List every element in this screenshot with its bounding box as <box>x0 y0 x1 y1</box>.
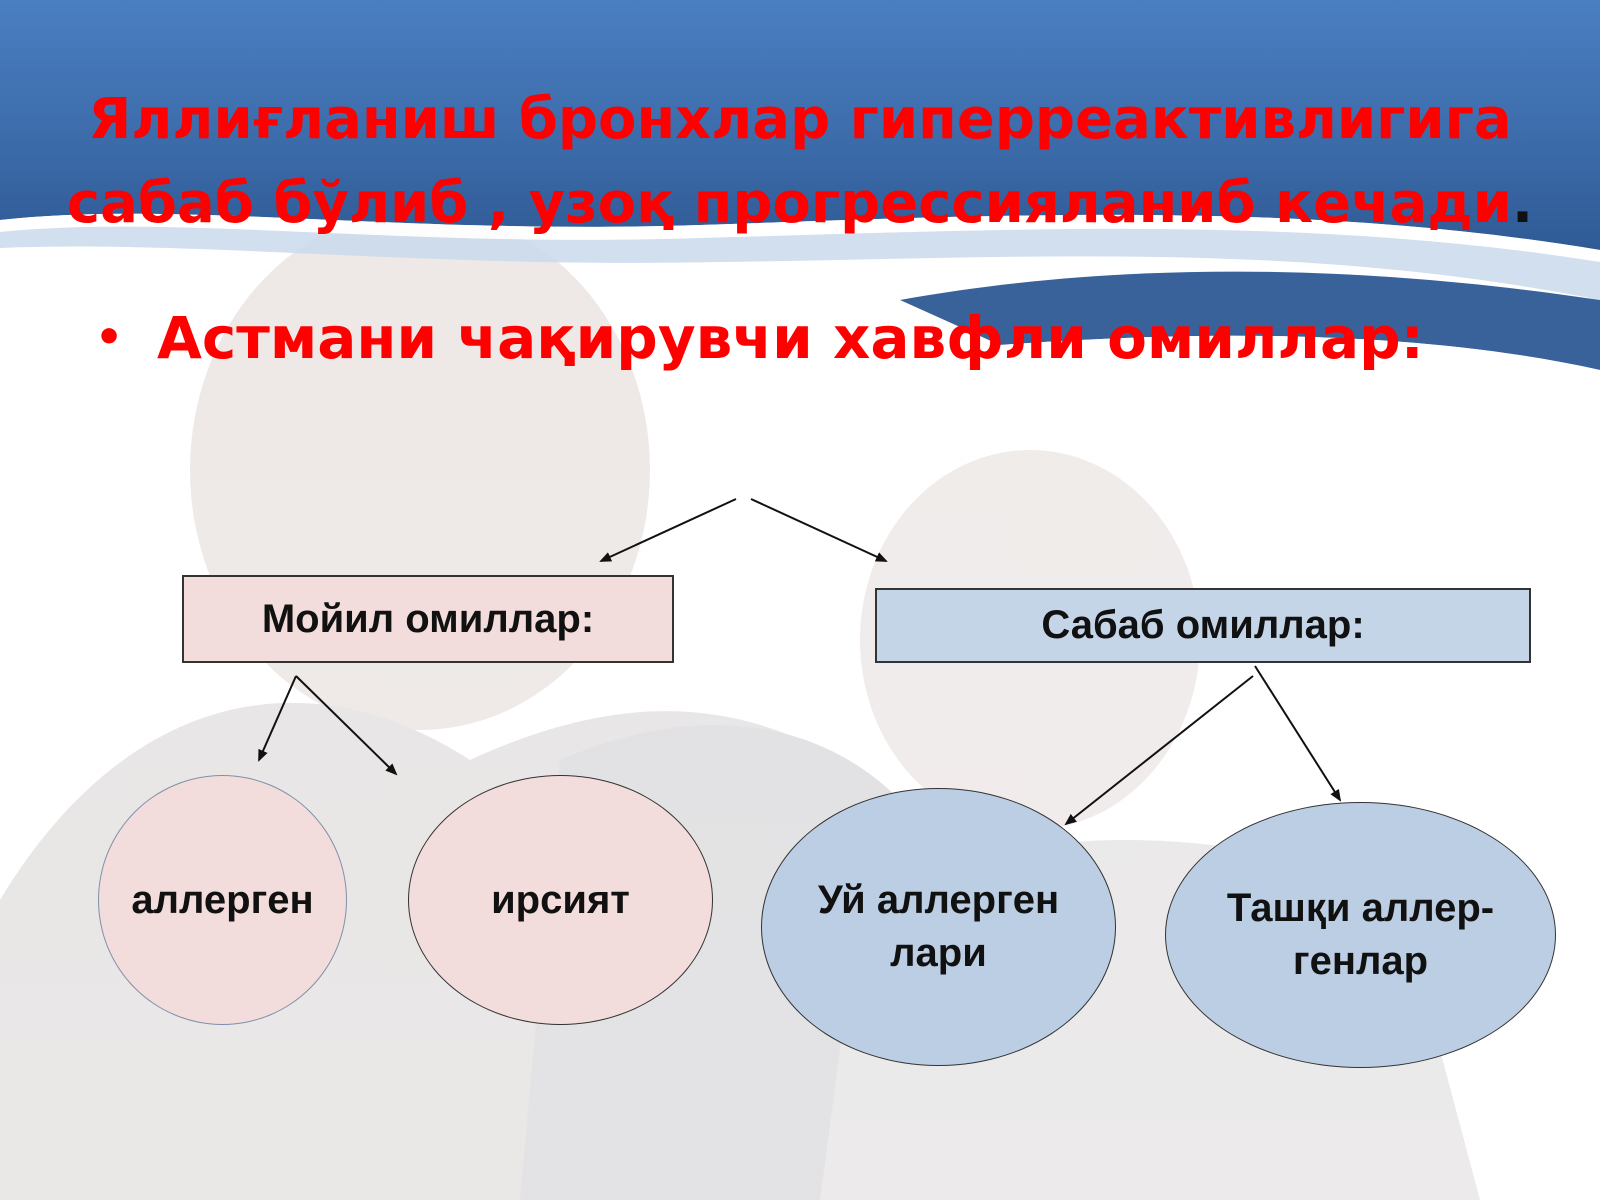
node-allergen: аллерген <box>98 775 347 1025</box>
node-outdoor-allergens-line-1: Ташқи аллер- <box>1226 886 1495 930</box>
node-heredity: ирсият <box>408 775 713 1025</box>
title-period: . <box>1511 171 1534 236</box>
title-line-2: сабаб бўлиб , узоқ прогрессияланиб кечад… <box>66 171 1512 236</box>
node-home-allergens-line-2: лари <box>890 931 987 975</box>
title-line-1: Яллиғланиш бронхлар гиперреактивлигига <box>88 87 1512 152</box>
header-band <box>0 0 1600 378</box>
node-home-allergens: Уй аллерген лари <box>761 788 1116 1066</box>
predisposing-factors-box: Мойил омиллар: <box>182 575 674 663</box>
node-outdoor-allergens-line-2: генлар <box>1292 939 1429 983</box>
causal-factors-box: Сабаб омиллар: <box>875 588 1531 663</box>
bullet-dot-icon: • <box>95 312 124 363</box>
slide-title: Яллиғланиш бронхлар гиперреактивлигига с… <box>60 78 1540 246</box>
predisposing-factors-label: Мойил омиллар: <box>261 596 595 641</box>
node-heredity-label: ирсият <box>491 877 630 922</box>
node-outdoor-allergens: Ташқи аллер- генлар <box>1165 802 1556 1068</box>
node-home-allergens-line-1: Уй аллерген <box>817 878 1060 922</box>
bullet-text: Астмани чақирувчи хавфли омиллар: <box>157 304 1424 372</box>
causal-factors-label: Сабаб омиллар: <box>1041 603 1365 647</box>
bullet-item: • Астмани чақирувчи хавфли омиллар: <box>95 300 1495 376</box>
node-allergen-label: аллерген <box>131 877 314 922</box>
